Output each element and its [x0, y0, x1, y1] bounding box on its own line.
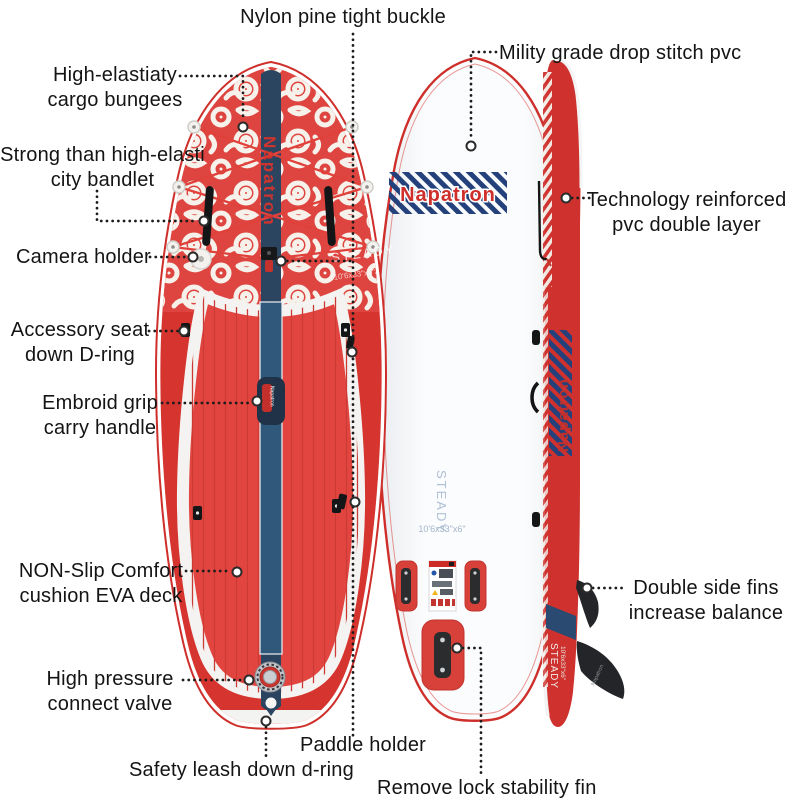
bottom-brand-text: Napatron: [400, 184, 496, 206]
brand-hatch: [389, 172, 507, 214]
callout-dot-icon: [251, 395, 263, 407]
callout-label-cargo-bungees: High-elastiaty cargo bungees: [47, 64, 183, 111]
side-brand-text: Napatron: [555, 378, 572, 452]
carry-handle-part: Napatron: [257, 377, 285, 425]
leash-d-ring: [263, 695, 279, 716]
callout-dot-icon: [178, 325, 190, 337]
side-fin-box-right: [464, 560, 487, 612]
center-fin: Napatron: [576, 641, 625, 699]
callout-dot-icon: [346, 346, 358, 358]
nylon-buckle-part: [261, 247, 277, 272]
bottom-brand-patch: Napatron: [389, 172, 507, 214]
callout-label-mility-pvc: Mility grade drop stitch pvc: [499, 42, 742, 64]
side-navy-band: [546, 604, 576, 640]
bungee-anchors: [166, 120, 380, 254]
callout-dot-icon: [231, 566, 243, 578]
callout-label-safety-leash: Safety leash down d-ring: [129, 759, 354, 781]
side-brand-patch: Napatron: [549, 330, 572, 456]
callout-label-nylon-buckle: Nylon pine tight buckle: [240, 6, 446, 28]
callout-label-stability-fin: Remove lock stability fin: [377, 777, 597, 799]
inflation-valve: [254, 661, 286, 693]
board-side-view: Napatron STEADY 10'6x33"x6" Napatron: [530, 58, 625, 727]
callout-label-elasticity-bandlet: Strong than high-elasti city bandlet: [0, 144, 205, 191]
callout-dot-icon: [581, 582, 593, 594]
callout-dot-icon: [451, 642, 463, 654]
bottom-dimensions-text: 10'6x33"x6": [418, 524, 465, 534]
callout-dot-icon: [260, 715, 272, 727]
callout-label-eva-deck: NON-Slip Comfort cushion EVA deck: [18, 560, 184, 607]
callout-label-camera-holder: Camera holder: [16, 246, 151, 268]
callout-dot-icon: [198, 215, 210, 227]
callout-dot-icons: [178, 121, 593, 727]
callout-label-carry-handle: Embroid grip carry handle: [42, 392, 158, 439]
side-fin-small: [576, 580, 599, 628]
side-handle-loop: [530, 381, 540, 414]
callout-label-accessory-dring: Accessory seat down D-ring: [10, 319, 150, 366]
handle-brand-tag: Napatron: [269, 386, 275, 407]
side-model-text: STEADY: [548, 643, 559, 689]
line-stability-fin: [461, 646, 483, 776]
line-elasticity-bandlet: [95, 189, 200, 223]
side-fin-box-left: [395, 560, 418, 612]
bungee-cords: [172, 125, 374, 260]
bottom-model-text: STEADY: [434, 470, 449, 534]
side-deck-print-edge: [543, 72, 552, 287]
callout-dot-icon: [465, 140, 477, 152]
warning-sticker: [428, 560, 457, 612]
callout-label-paddle-holder: Paddle holder: [300, 734, 427, 756]
paddle-clip-bottom: [336, 493, 347, 510]
callout-dot-icon: [237, 121, 249, 133]
callout-dot-icon: [275, 255, 287, 267]
paddle-clip-top: [346, 335, 355, 350]
center-fin-box: [421, 619, 465, 691]
side-paddle-tassel: [546, 258, 552, 267]
side-d-ring-bottom: [532, 512, 540, 527]
side-d-ring-top: [532, 330, 540, 345]
side-dimensions-text: 10'6x33"x6": [559, 646, 566, 681]
callout-dot-icon: [349, 496, 361, 508]
callout-dot-icon: [187, 251, 199, 263]
side-paddle-strip: [537, 180, 548, 261]
callout-dot-icon: [243, 674, 255, 686]
side-grab-handle-right: [324, 186, 336, 246]
side-nose-highlight: [552, 58, 583, 189]
callout-label-technology-pvc: Technology reinforced pvc double layer: [586, 189, 787, 236]
callout-label-double-fins: Double side fins increase balance: [628, 577, 784, 624]
callout-lines: [95, 32, 629, 776]
callout-dot-icon: [560, 192, 572, 204]
board-bottom-view: Napatron STEADY 10'6x33"x6": [375, 56, 575, 722]
center-stripe-pad: [259, 301, 283, 655]
deck-brand-text: Napatron: [260, 136, 279, 227]
side-grab-handle-left: [202, 186, 214, 246]
line-cargo-bungees: [178, 74, 245, 123]
callout-label-pressure-valve: High pressure connect valve: [46, 668, 174, 715]
side-rail-seam: [543, 287, 548, 687]
